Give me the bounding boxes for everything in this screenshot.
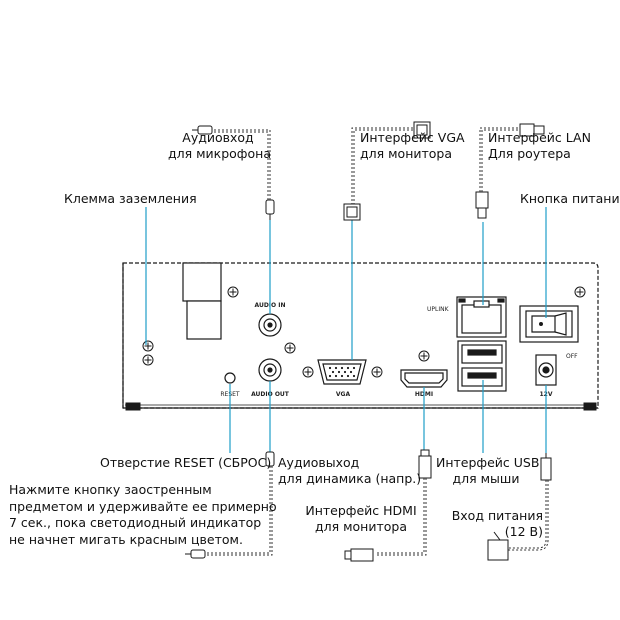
hdmi-port [400,369,448,388]
lan-interface-label-line2: Для роутера [488,146,571,161]
panel-uplink-text: UPLINK [427,306,450,313]
reset-hole-label: Отверстие RESET (СБРОС) [100,455,272,470]
hdmi-interface-label-line2: для монитора [314,519,408,534]
vga-interface-label-line2: для монитора [360,146,453,161]
usb-interface-label-line1: Интерфейс USB [436,455,540,470]
reset-instructions-line4: не начнет мигать красным цветом. [9,531,243,547]
lan-interface-label-line1: Интерфейс LAN [488,130,591,145]
audio-out-label: Аудиовыход для динамика (напр.) [278,455,421,487]
mount-screws [142,286,586,378]
vga-interface-label: Интерфейс VGA для монитора [360,130,465,162]
device-body [122,262,599,411]
audio-in-label-line1: Аудиовход [182,130,254,145]
audio-out-plug-icon [185,451,275,559]
power-plug-icon [487,453,552,561]
power-input-label: Вход питания (12 В) [440,508,543,540]
dc-jack [535,354,557,386]
panel-vga-text: VGA [336,391,351,398]
lan-port [456,296,507,338]
audio-in-label: Аудиовход для микрофона [168,130,271,162]
cables [205,127,549,556]
panel-off-text: OFF [566,353,578,360]
usb-ports [457,340,507,392]
power-input-label-line1: Вход питания [451,508,543,523]
audio-out-label-line2: для динамика (напр.) [278,471,422,486]
audio-out-port [258,358,282,382]
audio-out-label-line1: Аудиовыход [278,455,360,470]
vga-interface-label-line1: Интерфейс VGA [360,130,465,145]
hdmi-plug-icon [344,449,432,562]
hdmi-interface-label-line1: Интерфейс HDMI [305,503,417,518]
reset-instructions-line3: 7 сек., пока светодиодный индикатор [9,515,262,530]
hdmi-interface-label: Интерфейс HDMI для монитора [305,503,417,535]
reset-hole [224,372,236,384]
reset-instructions-line1: Нажмите кнопку заостренным [9,482,212,497]
reset-instructions-line2: предметом и удерживайте ее примерно [9,498,277,514]
lan-plug-icon [475,123,545,219]
usb-interface-label: Интерфейс USB для мыши [436,455,540,487]
lan-interface-label: Интерфейс LAN Для роутера [488,130,591,162]
power-switch [519,305,579,343]
power-input-label-line2: (12 В) [504,524,543,539]
audio-in-label-line2: для микрофона [168,146,271,161]
ground-terminal-label: Клемма заземления [64,191,197,206]
audio-in-port [258,313,282,337]
usb-interface-label-line2: для мыши [452,471,520,486]
vga-plug-icon [343,121,431,221]
power-button-label: Кнопка питания [520,191,620,206]
connector-plugs [185,121,552,562]
leader-lines [145,207,547,453]
rear-bracket [182,262,222,340]
vga-port [317,359,367,385]
audio-in-plug-icon [192,125,275,220]
reset-instructions: Нажмите кнопку заостренным предметом и у… [9,482,277,548]
